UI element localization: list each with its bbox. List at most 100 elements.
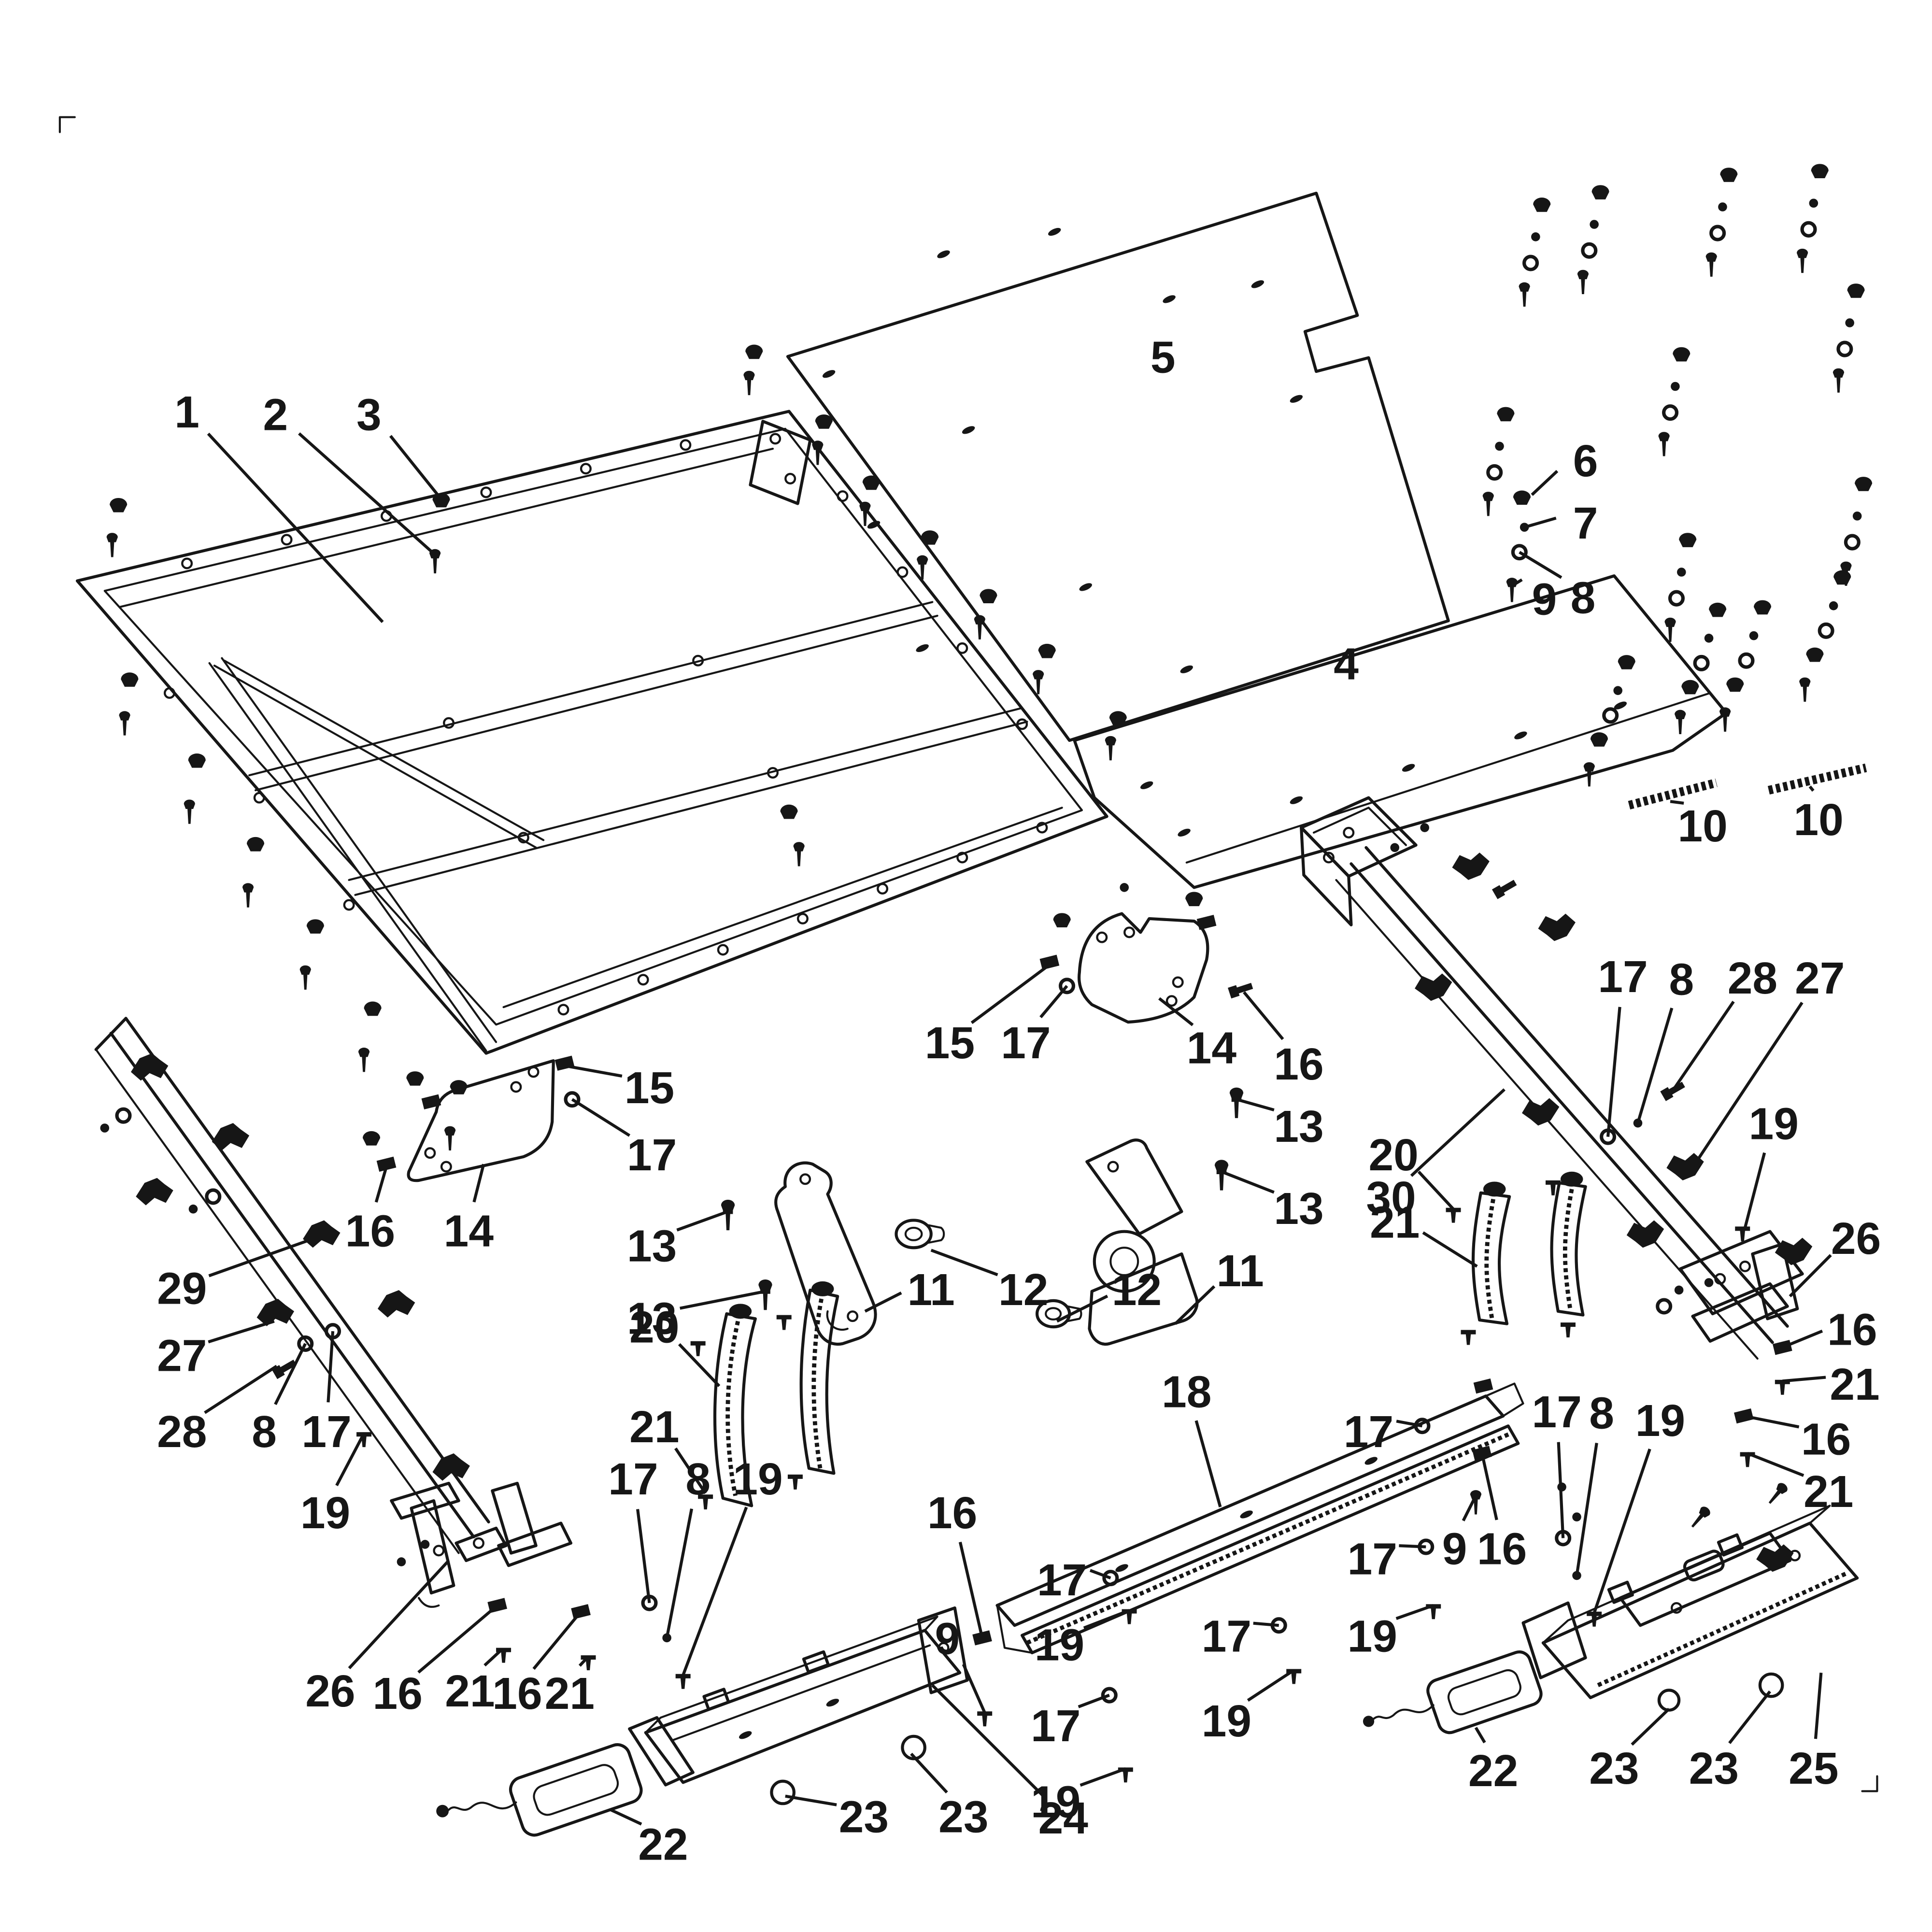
part-number-label: 19: [1348, 1611, 1397, 1661]
leader-line: [1519, 551, 1563, 579]
leader-line: [680, 1290, 766, 1310]
leader-line: [1243, 991, 1284, 1040]
fastener-stack-icon: [1664, 533, 1697, 642]
hole-icon: [517, 832, 529, 844]
tpin-icon: [1461, 1330, 1476, 1345]
part-number-label: 16: [1801, 1414, 1851, 1464]
leader-line: [1078, 1693, 1110, 1708]
leader-line: [1524, 516, 1557, 529]
leader-line: [958, 1541, 984, 1638]
tpin-icon: [1587, 1611, 1602, 1627]
tpin-icon: [1560, 1322, 1576, 1338]
fastener-stack-icon: [1719, 600, 1772, 732]
bolt-icon: [1228, 982, 1253, 999]
leader-line: [665, 1508, 694, 1638]
leader-line: [1631, 1707, 1670, 1746]
nut-icon: [1473, 1378, 1493, 1394]
hole-icon: [769, 433, 781, 445]
part-26-corner-bar-left: [410, 1499, 455, 1595]
leader-line: [348, 1559, 450, 1669]
leader-line: [1782, 1376, 1826, 1383]
leader-line: [636, 1509, 651, 1604]
part-number-label: 16: [1827, 1305, 1877, 1355]
leader-line: [532, 1610, 582, 1670]
part-number-label: 17: [1532, 1387, 1582, 1437]
acorn-icon: [815, 414, 833, 429]
dot-icon: [1420, 823, 1429, 832]
clamp-icon: [1666, 1153, 1704, 1180]
part-number-label: 17: [1001, 1018, 1051, 1068]
washer-icon: [1102, 1570, 1119, 1587]
leader-line: [208, 1320, 275, 1344]
leader-line: [389, 435, 445, 503]
leader-line: [674, 1447, 707, 1494]
hole-icon: [1123, 926, 1136, 938]
hole-icon: [796, 912, 809, 924]
part-number-label: 21: [1830, 1359, 1879, 1409]
part-number-label: 22: [638, 1819, 688, 1869]
tpin-icon: [496, 1648, 511, 1663]
part-number-label: 21: [545, 1668, 595, 1719]
clamp-icon: [303, 1220, 341, 1248]
washer-icon: [205, 1188, 222, 1205]
slot-icon: [1251, 280, 1264, 288]
lamp-wire: [447, 1801, 517, 1811]
screw-icon: [358, 1048, 370, 1072]
hole-icon: [767, 767, 779, 779]
acorn-icon: [1513, 490, 1531, 505]
lamp-wire: [1372, 1704, 1435, 1720]
acorn-icon: [745, 344, 763, 359]
leader-line: [1697, 1002, 1804, 1159]
slot-icon: [1514, 731, 1527, 739]
screw-icon: [119, 711, 130, 736]
washer-icon: [564, 1091, 581, 1108]
leader-line: [1080, 1767, 1126, 1787]
corner-mark-bottom-right: [1861, 1775, 1878, 1792]
hole-icon: [281, 534, 293, 546]
part-number-label: 16: [927, 1488, 977, 1538]
part-number-label: 14: [444, 1206, 494, 1256]
leader-line: [1158, 997, 1194, 1026]
part-number-label: 19: [733, 1454, 782, 1504]
dot-icon: [100, 1123, 110, 1133]
screw-icon: [1033, 670, 1044, 695]
leader-line: [1399, 1544, 1426, 1548]
fastener-stack-icon: [1840, 477, 1873, 586]
part-25-bumper-end-right: [1521, 1505, 1859, 1699]
dot-icon: [1390, 843, 1400, 852]
slot-icon: [867, 521, 881, 529]
dot-icon: [1633, 1118, 1643, 1128]
clamp-icon: [1756, 1544, 1794, 1572]
leader-line: [1221, 1170, 1275, 1194]
part-number-label: 17: [1037, 1555, 1087, 1605]
dot-icon: [1674, 1285, 1684, 1295]
fastener-stack-icon: [1577, 185, 1609, 295]
fastener-stack-icon: [1797, 164, 1829, 273]
fastener-stack-icon: [1583, 655, 1635, 787]
hole-icon: [510, 1081, 522, 1093]
leader-line: [208, 1232, 327, 1278]
vbolt-icon: [758, 1279, 772, 1310]
part-10-threaded-rod: [1628, 778, 1718, 810]
tpin-icon: [977, 1711, 993, 1727]
clamp-icon: [1452, 852, 1490, 880]
leader-line: [1039, 985, 1068, 1019]
part-22-lamp-left: [436, 1743, 643, 1837]
screw-icon: [1506, 578, 1518, 602]
hole-icon: [580, 463, 592, 475]
tpin-icon: [675, 1674, 691, 1689]
leader-line: [1814, 1672, 1823, 1739]
hardware-layer: [100, 164, 1873, 1783]
hole-icon: [784, 472, 796, 484]
nut-icon: [1039, 954, 1060, 970]
acorn-icon: [862, 475, 880, 490]
leader-line: [1462, 1497, 1476, 1521]
vbolt-icon: [1229, 1087, 1244, 1118]
leader-line: [930, 1249, 998, 1277]
part-21-step-strap: [1471, 1181, 1511, 1325]
vbolt-icon: [1214, 1160, 1229, 1191]
part-number-label: 12: [998, 1264, 1048, 1315]
leader-line: [682, 1506, 748, 1676]
vbolt-icon: [721, 1199, 735, 1231]
